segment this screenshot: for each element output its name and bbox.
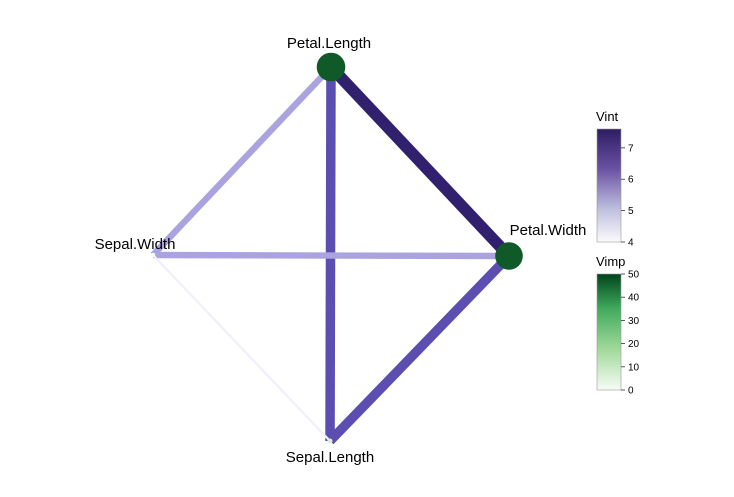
edge-petal_length-sepal_width — [150, 64, 334, 258]
vimp-ticks-label: 30 — [628, 316, 640, 327]
vimp-legend: Vimp 0 10 20 30 40 50 — [596, 254, 640, 397]
vimp-ticks-label: 10 — [628, 362, 640, 373]
node-petal_width — [495, 242, 523, 270]
edge-petal_length-petal_width — [326, 62, 514, 261]
vimp-colorbar — [596, 273, 622, 391]
vimp-ticks-label: 20 — [628, 339, 640, 350]
node-sepal_length — [327, 438, 333, 444]
vint-legend-title: Vint — [596, 109, 619, 124]
node-sepal_width — [150, 252, 156, 258]
edge-sepal_width-sepal_length — [152, 254, 331, 442]
node-petal_length — [316, 52, 346, 82]
node-label-petal_width: Petal.Width — [510, 222, 587, 239]
vint-legend: Vint 4 5 6 7 — [596, 109, 634, 249]
node-label-sepal_width: Sepal.Width — [95, 236, 176, 253]
vimp-ticks-label: 0 — [628, 386, 634, 397]
vint-ticks-label: 4 — [628, 238, 634, 249]
vint-ticks-label: 6 — [628, 175, 634, 186]
vint-ticks-label: 5 — [628, 206, 634, 217]
vimp-ticks-label: 50 — [628, 270, 640, 281]
node-label-petal_length: Petal.Length — [287, 35, 371, 52]
vint-colorbar — [596, 128, 622, 243]
node-label-sepal_length: Sepal.Length — [286, 449, 374, 466]
nodes-layer: Petal.LengthPetal.WidthSepal.WidthSepal.… — [95, 35, 587, 466]
vint-ticks-label: 7 — [628, 143, 634, 154]
vimp-ticks-label: 40 — [628, 293, 640, 304]
edges-layer — [150, 62, 514, 445]
edge-sepal_width-petal_width — [152, 251, 510, 260]
vimp-legend-title: Vimp — [596, 254, 625, 269]
edge-petal_width-sepal_length — [326, 252, 513, 445]
